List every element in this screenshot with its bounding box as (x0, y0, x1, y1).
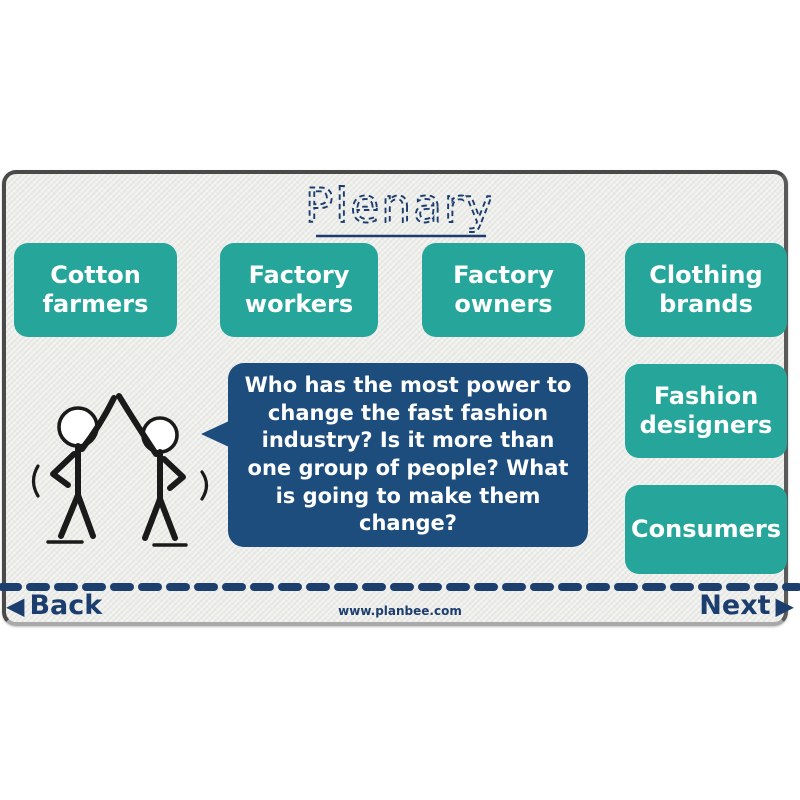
back-arrow-icon: ◀ (6, 591, 25, 620)
group-button-cotton-farmers[interactable]: Cotton farmers (14, 243, 177, 337)
next-button-label: Next (699, 590, 771, 621)
group-button-factory-workers[interactable]: Factory workers (220, 243, 378, 337)
group-button-consumers[interactable]: Consumers (625, 485, 787, 574)
back-button[interactable]: ◀ Back (6, 590, 102, 621)
high-five-figures-icon (31, 393, 209, 547)
next-button[interactable]: Next ▶ (699, 590, 794, 621)
back-button-label: Back (29, 590, 103, 621)
next-arrow-icon: ▶ (775, 591, 794, 620)
group-button-label: Clothing brands (649, 260, 763, 318)
group-button-label: Consumers (631, 514, 781, 543)
page-title: Plenary (304, 178, 495, 238)
group-button-fashion-designers[interactable]: Fashion designers (625, 364, 787, 458)
group-button-label: Factory owners (453, 260, 554, 318)
website-url: www.planbee.com (338, 604, 462, 618)
speech-bubble-tail (201, 421, 229, 447)
question-text: Who has the most power to change the fas… (244, 372, 572, 536)
dashed-divider (0, 583, 800, 591)
group-button-factory-owners[interactable]: Factory owners (422, 243, 585, 337)
group-button-label: Cotton farmers (42, 260, 149, 318)
question-speech-bubble: Who has the most power to change the fas… (201, 363, 588, 547)
group-button-label: Factory workers (244, 260, 354, 318)
group-button-clothing-brands[interactable]: Clothing brands (625, 243, 787, 337)
page-title-text: Plenary (305, 179, 495, 234)
group-button-label: Fashion designers (639, 381, 773, 439)
